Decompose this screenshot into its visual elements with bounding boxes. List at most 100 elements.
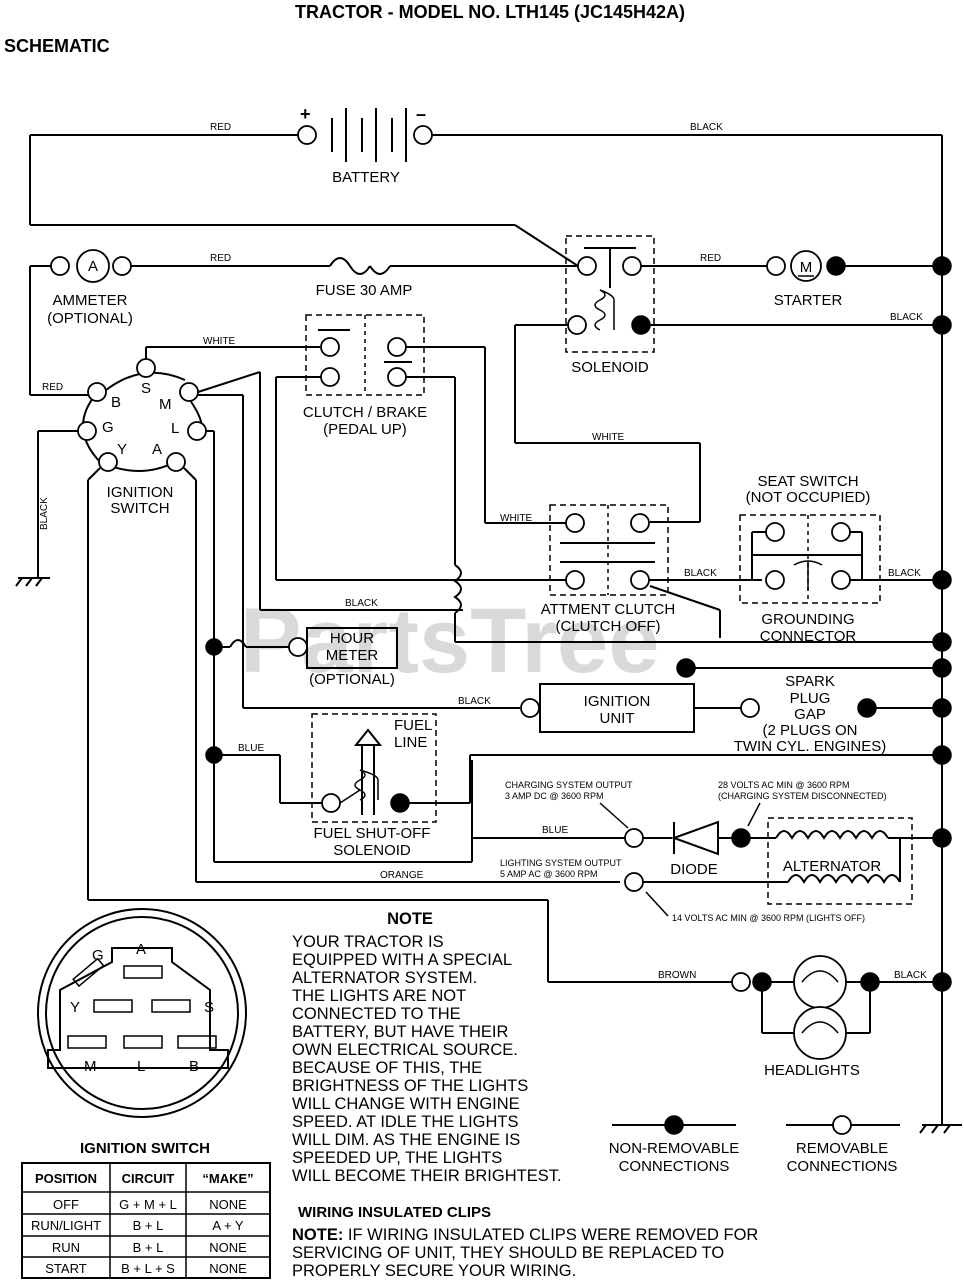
spark-plug-label: GAP <box>794 706 826 723</box>
alternator-label: ALTERNATOR <box>783 858 882 875</box>
table-header: CIRCUIT <box>122 1171 175 1186</box>
ign-terminal-g: G <box>102 419 114 436</box>
fuse: FUSE 30 AMP <box>316 257 578 299</box>
solenoid-label: SOLENOID <box>571 359 649 376</box>
table-cell: OFF <box>53 1197 79 1212</box>
spark-plug: SPARK PLUG GAP (2 PLUGS ON TWIN CYL. ENG… <box>734 673 887 755</box>
page-title: TRACTOR - MODEL NO. LTH145 (JC145H42A) <box>295 2 685 22</box>
plug-terminal-g: G <box>92 947 104 964</box>
spark-plug-label: TWIN CYL. ENGINES) <box>734 738 887 755</box>
clutch-label: (PEDAL UP) <box>323 421 407 438</box>
wire-label-red: RED <box>210 253 231 264</box>
fuel-line-label: FUEL <box>394 717 432 734</box>
diode-label: DIODE <box>670 861 718 878</box>
fuel-solenoid-label: FUEL SHUT-OFF <box>314 825 431 842</box>
ignition-switch-title: IGNITION SWITCH <box>80 1140 210 1157</box>
table-cell: RUN/LIGHT <box>31 1218 101 1233</box>
spark-plug-label: PLUG <box>790 690 831 707</box>
fuse-label: FUSE 30 AMP <box>316 282 413 299</box>
wire-label-white: WHITE <box>203 336 236 347</box>
charging-output-label: 3 AMP DC @ 3600 RPM <box>505 791 604 801</box>
diode: DIODE <box>643 820 719 878</box>
spark-plug-label: (2 PLUGS ON <box>762 722 857 739</box>
ign-switch-label: IGNITION <box>107 484 174 501</box>
hour-meter-label: HOUR <box>330 630 374 647</box>
ac14-label: 14 VOLTS AC MIN @ 3600 RPM (LIGHTS OFF) <box>672 913 865 923</box>
plug-terminal-s: S <box>204 999 214 1016</box>
table-cell: B + L <box>133 1240 164 1255</box>
wire-label-blue: BLUE <box>542 825 568 836</box>
note-line: CONNECTED TO THE <box>292 1005 461 1023</box>
legend-removable: CONNECTIONS <box>787 1158 898 1175</box>
ac28-label: (CHARGING SYSTEM DISCONNECTED) <box>718 791 887 801</box>
ign-terminal-m: M <box>159 396 172 413</box>
seat-switch: SEAT SWITCH (NOT OCCUPIED) GROUNDING CON… <box>739 473 881 645</box>
starter: M STARTER <box>766 250 846 309</box>
battery-label: BATTERY <box>332 169 400 186</box>
battery: + – BATTERY RED BLACK <box>29 104 942 267</box>
note-line: SPEED. AT IDLE THE LIGHTS <box>292 1113 519 1131</box>
fuel-shutoff-solenoid: FUEL LINE FUEL SHUT-OFF SOLENOID <box>311 713 437 859</box>
table-cell: B + L <box>133 1218 164 1233</box>
note-line: OWN ELECTRICAL SOURCE. <box>292 1041 518 1059</box>
battery-plus: + <box>300 104 311 124</box>
ac28-label: 28 VOLTS AC MIN @ 3600 RPM <box>718 780 850 790</box>
wire-label-white: WHITE <box>500 513 533 524</box>
lighting-output-label: 5 AMP AC @ 3600 RPM <box>500 869 598 879</box>
hour-meter-optional: (OPTIONAL) <box>309 671 395 688</box>
attachment-clutch-switch: ATTMENT CLUTCH (CLUTCH OFF) <box>541 504 675 635</box>
clips-note-line: PROPERLY SECURE YOUR WIRING. <box>292 1262 576 1280</box>
table-cell: NONE <box>209 1261 247 1276</box>
alternator: ALTERNATOR <box>750 817 942 905</box>
table-cell: START <box>45 1261 86 1276</box>
fuel-solenoid-label: SOLENOID <box>333 842 411 859</box>
wire-label-red: RED <box>210 122 231 133</box>
ignition-unit-label: UNIT <box>600 710 635 727</box>
headlights-label: HEADLIGHTS <box>764 1062 860 1079</box>
table-cell: NONE <box>209 1240 247 1255</box>
seat-switch-label: SEAT SWITCH <box>757 473 858 490</box>
battery-minus: – <box>416 104 426 124</box>
table-header: “MAKE” <box>202 1171 253 1186</box>
note-line: SPEEDED UP, THE LIGHTS <box>292 1149 502 1167</box>
clips-title: WIRING INSULATED CLIPS <box>298 1204 491 1221</box>
note-line: WILL BECOME THEIR BRIGHTEST. <box>292 1167 562 1185</box>
note-line: YOUR TRACTOR IS <box>292 933 444 951</box>
page-subtitle: SCHEMATIC <box>4 36 110 56</box>
plug-terminal-y: Y <box>70 999 80 1016</box>
ign-switch-label: SWITCH <box>110 500 169 517</box>
wire-label-orange: ORANGE <box>380 870 424 881</box>
ign-terminal-l: L <box>171 420 179 437</box>
attment-label: ATTMENT CLUTCH <box>541 601 675 618</box>
starter-label: STARTER <box>774 292 843 309</box>
wire-label-black: BLACK <box>345 598 378 609</box>
ammeter-symbol: A <box>88 258 98 275</box>
spark-plug-label: SPARK <box>785 673 835 690</box>
headlights: HEADLIGHTS <box>731 955 880 1079</box>
table-header: POSITION <box>35 1171 97 1186</box>
note-line: WILL CHANGE WITH ENGINE <box>292 1095 520 1113</box>
fuel-line-label: LINE <box>394 734 427 751</box>
wire-label-red: RED <box>700 253 721 264</box>
wire-label-red: RED <box>42 382 63 393</box>
hour-meter: HOUR METER (OPTIONAL) <box>288 627 398 688</box>
clutch-label: CLUTCH / BRAKE <box>303 404 427 421</box>
starter-symbol: M <box>800 259 813 276</box>
table-cell: G + M + L <box>119 1197 177 1212</box>
ignition-plug-diagram: G A Y S M L B IGNITION SWITCH <box>37 908 247 1157</box>
attment-label: (CLUTCH OFF) <box>556 618 661 635</box>
clips-note-label: NOTE: <box>292 1226 343 1244</box>
plug-terminal-a: A <box>136 941 146 958</box>
table-cell: B + L + S <box>121 1261 175 1276</box>
wire-label-black: BLACK <box>458 696 491 707</box>
clips-note-line: SERVICING OF UNIT, THEY SHOULD BE REPLAC… <box>292 1244 724 1262</box>
note-line: BECAUSE OF THIS, THE <box>292 1059 482 1077</box>
ign-terminal-s: S <box>141 380 151 397</box>
wire-label-brown: BROWN <box>658 970 696 981</box>
ignition-switch: S B M G L Y A IGNITION SWITCH <box>77 358 207 517</box>
wire-label-black: BLACK <box>894 970 927 981</box>
lighting-output-label: LIGHTING SYSTEM OUTPUT <box>500 858 622 868</box>
charging-output-label: CHARGING SYSTEM OUTPUT <box>505 780 633 790</box>
plug-terminal-l: L <box>137 1058 145 1075</box>
legend-nonremovable: CONNECTIONS <box>619 1158 730 1175</box>
